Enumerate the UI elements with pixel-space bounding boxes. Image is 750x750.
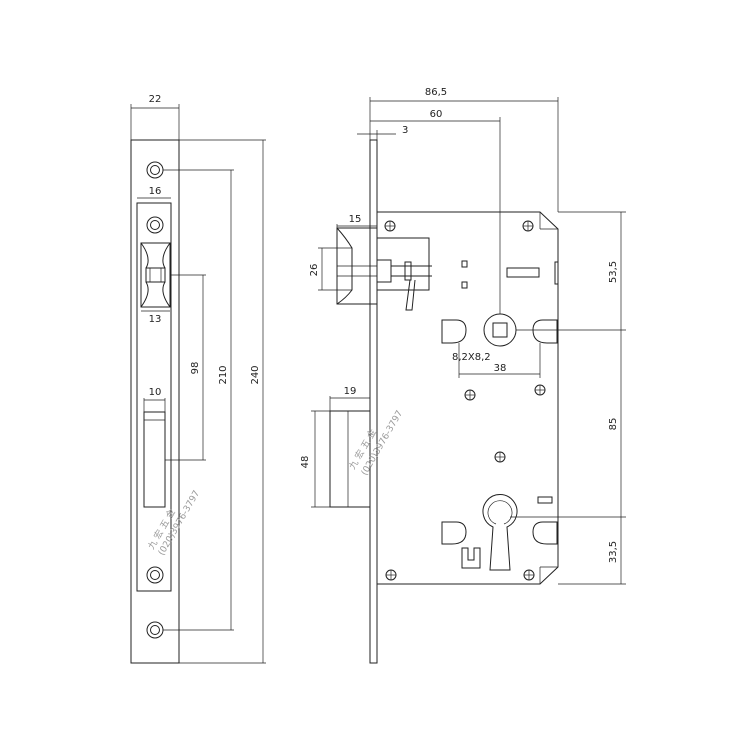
- dim-label-15: 15: [349, 214, 362, 225]
- follower: [483, 313, 517, 347]
- square-hole-bottom: [461, 281, 468, 289]
- dim-right-verticals: 53,5 85 33,5: [510, 211, 626, 585]
- screw-icon: [384, 220, 396, 232]
- dim-label-26: 26: [309, 264, 320, 277]
- faceplate-screw-top: [146, 161, 164, 179]
- faceplate-edge: [369, 139, 378, 664]
- case-outline: [377, 211, 559, 585]
- slot-lower: [537, 496, 553, 504]
- screw-icon: [523, 569, 535, 581]
- deadbolt-side: [329, 410, 371, 508]
- dim-faceplate-height: 240: [179, 139, 266, 664]
- dim-latch-width: 13: [141, 310, 170, 325]
- dim-label-follower: 8,2X8,2: [452, 352, 491, 363]
- screw-icon: [385, 569, 397, 581]
- dim-label-48: 48: [300, 456, 311, 469]
- guide-right-upper: [532, 319, 558, 344]
- dim-label-210: 210: [218, 365, 229, 384]
- inner-screw-bottom: [146, 566, 164, 584]
- faceplate-outline: [130, 139, 180, 664]
- deadbolt-front: [143, 411, 166, 508]
- cylinder-hole: [482, 494, 518, 571]
- faceplate-screw-bottom: [146, 621, 164, 639]
- dim-label-53-5: 53,5: [608, 261, 619, 283]
- dim-handle-spacing: 38: [458, 343, 541, 378]
- screw-icon: [464, 389, 476, 401]
- inner-plate-outline: [136, 202, 172, 592]
- square-hole-top: [461, 260, 468, 268]
- dim-label-86-5: 86,5: [425, 87, 447, 98]
- dim-label-3: 3: [402, 125, 408, 136]
- dim-label-38: 38: [494, 363, 507, 374]
- dim-faceplate-width: 22: [130, 94, 180, 140]
- dim-screw-spacing: 210: [163, 169, 234, 631]
- screws: [384, 220, 546, 581]
- dim-label-60: 60: [430, 109, 443, 120]
- dim-inner-plate-width: 16: [137, 186, 171, 199]
- dim-latch-height: 26: [309, 247, 352, 291]
- screw-icon: [522, 220, 534, 232]
- dim-label-240: 240: [250, 365, 261, 384]
- screw-icon: [534, 384, 546, 396]
- dim-label-98: 98: [190, 362, 201, 375]
- dim-label-22: 22: [149, 94, 162, 105]
- dim-bolt-height: 48: [300, 410, 330, 508]
- guide-left-upper: [441, 319, 467, 344]
- dim-backset: 60: [370, 109, 501, 314]
- dim-label-10: 10: [149, 387, 162, 398]
- edge-notch: [554, 261, 559, 285]
- latch-side: [336, 227, 432, 311]
- guide-right-lower: [532, 521, 558, 545]
- dim-label-13: 13: [149, 314, 162, 325]
- dim-label-16: 16: [149, 186, 162, 197]
- dim-overall-width: 86,5: [369, 87, 559, 212]
- dim-faceplate-thickness: 3: [357, 125, 408, 140]
- screw-icon: [494, 451, 506, 463]
- guide-hook: [461, 547, 481, 569]
- latch-front: [140, 242, 171, 308]
- lock-body-side-view: 86,5 60 3 15 26 19: [300, 87, 626, 664]
- dim-latch-projection: 15: [336, 214, 377, 228]
- faceplate-front-view: 22 16 13 10 98 210: [130, 94, 266, 664]
- dim-label-19: 19: [344, 386, 357, 397]
- guide-left-lower: [441, 521, 467, 545]
- slot-upper: [506, 267, 540, 278]
- dim-label-85: 85: [608, 418, 619, 431]
- dim-latch-to-bolt: 98: [165, 274, 206, 461]
- dim-deadbolt-width: 10: [143, 387, 166, 412]
- inner-screw-top: [146, 216, 164, 234]
- dim-label-33-5: 33,5: [608, 541, 619, 563]
- dim-bolt-projection: 19: [329, 386, 370, 411]
